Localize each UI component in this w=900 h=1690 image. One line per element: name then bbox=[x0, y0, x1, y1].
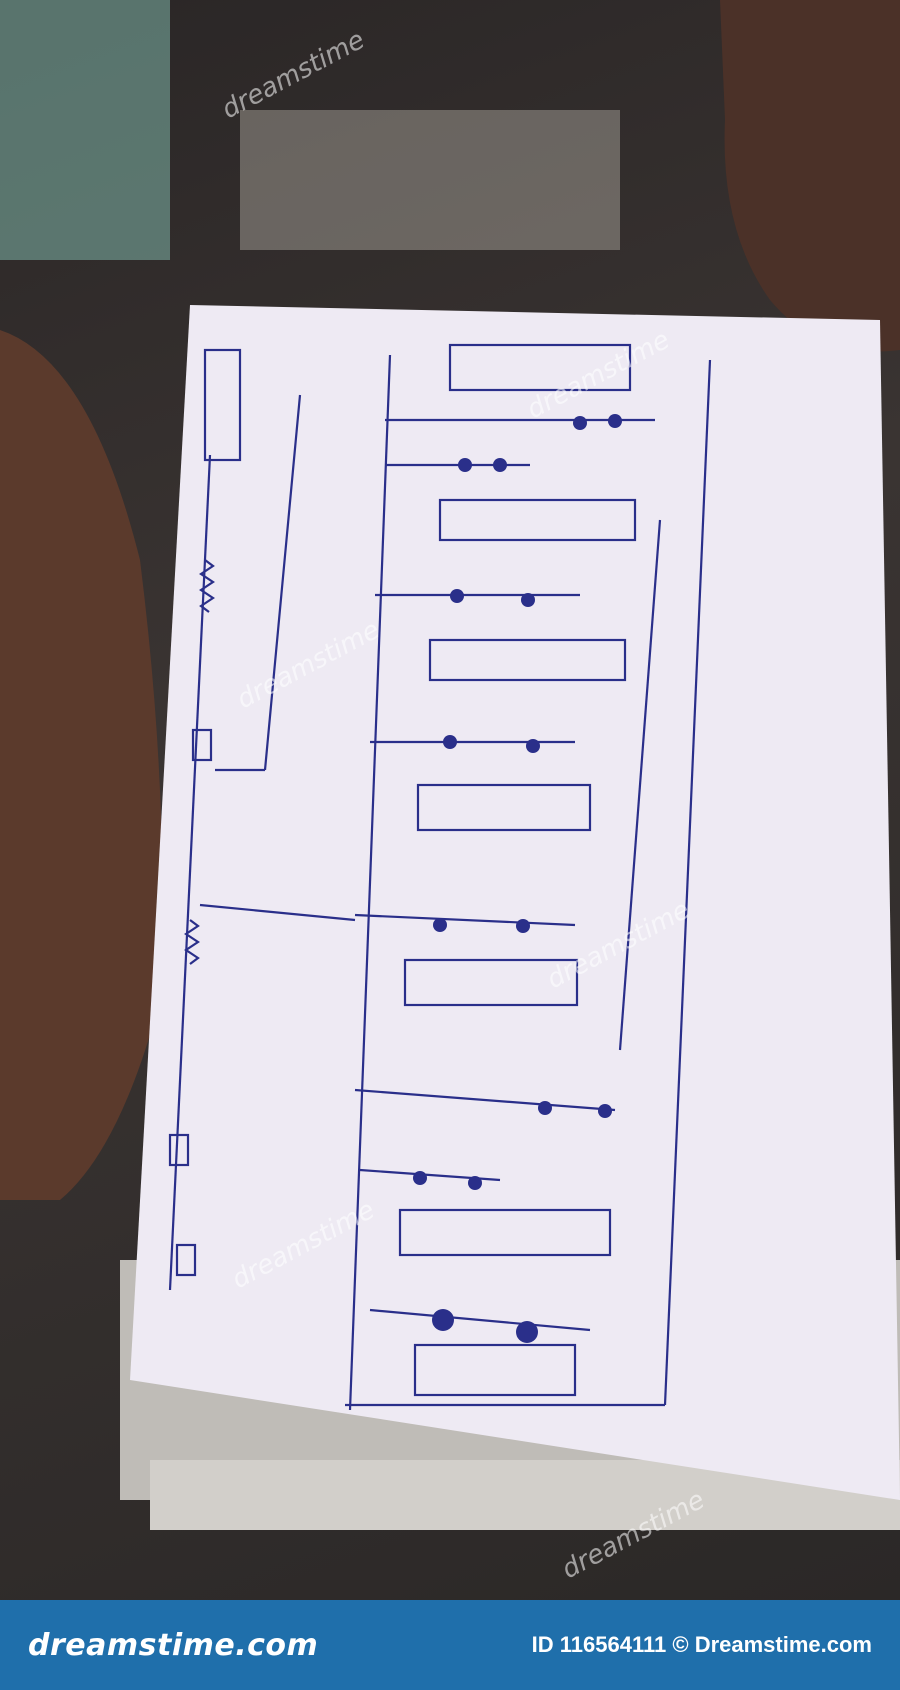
background-object bbox=[240, 110, 620, 250]
image-id-credit: ID 116564111 © Dreamstime.com bbox=[531, 1632, 872, 1657]
photo: dreamstime dreamstime dreamstime dreamst… bbox=[0, 0, 900, 1600]
circuit-nodes bbox=[413, 414, 622, 1343]
left-hand bbox=[0, 330, 163, 1200]
map-fragment bbox=[0, 0, 170, 260]
circuit-drawing bbox=[168, 343, 712, 1411]
paper-sheet bbox=[130, 305, 900, 1500]
photo-illustration bbox=[0, 0, 900, 1530]
watermark-footer-bar: dreamstime.com ID 116564111 © Dreamstime… bbox=[0, 1600, 900, 1690]
right-fingers bbox=[720, 0, 900, 352]
brand-logo-text: dreamstime.com bbox=[28, 1627, 319, 1663]
